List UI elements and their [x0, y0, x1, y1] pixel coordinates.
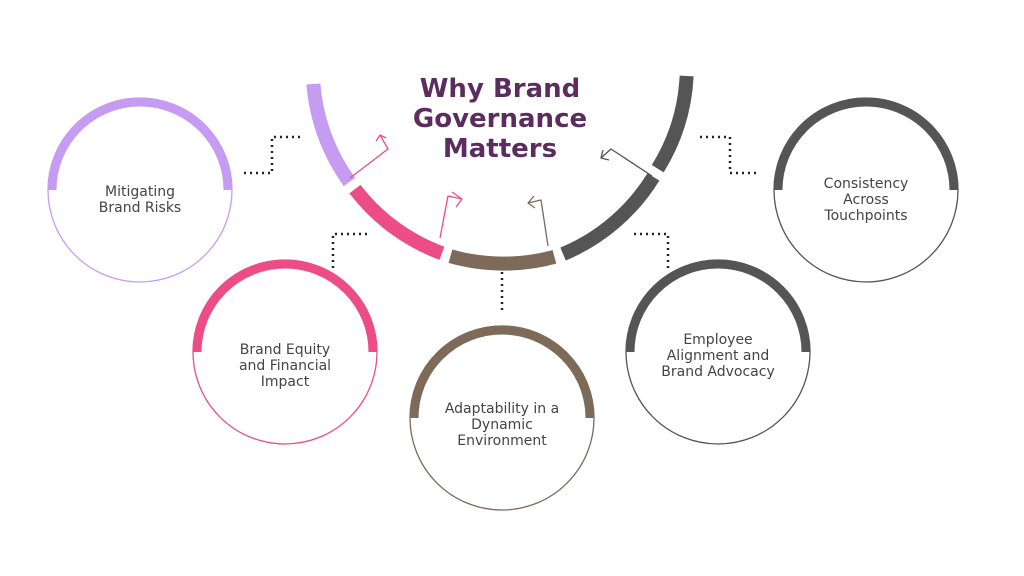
label-employee: Employee Alignment and Brand Advocacy: [643, 332, 793, 380]
ring-segment-brand-equity: [349, 184, 445, 260]
arrows: [349, 134, 653, 247]
ring-segment-consistency: [651, 75, 694, 173]
connector-consistency: [700, 135, 758, 175]
ring-segment-employee: [560, 173, 660, 261]
label-brand-equity: Brand Equity and Financial Impact: [215, 342, 355, 390]
label-line: Mitigating: [105, 184, 175, 200]
arrow-adaptability: [527, 195, 549, 247]
label-line: Adaptability in a: [444, 401, 560, 417]
circle-arc: [773, 97, 959, 191]
label-adaptability: Adaptability in a Dynamic Environment: [427, 401, 577, 449]
connector-employee: [634, 232, 670, 268]
label-line: Brand Risks: [98, 200, 182, 216]
connector-mitigating: [244, 135, 300, 175]
label-consistency: Consistency Across Touchpoints: [796, 176, 936, 224]
connector-brand-equity: [331, 232, 370, 268]
title-line: Matters: [442, 134, 558, 164]
circle-adaptability: [409, 325, 595, 511]
circle-arc: [625, 259, 811, 353]
circle-arc: [192, 259, 378, 353]
label-line: Dynamic: [471, 417, 533, 433]
label-line: and Financial: [238, 358, 332, 374]
circle-consistency: [773, 97, 959, 283]
circle-employee: [625, 259, 811, 445]
arrow-brand-equity: [439, 191, 463, 239]
satellite-circles: [47, 97, 959, 511]
circle-brand-equity: [192, 259, 378, 445]
label-line: Consistency: [823, 176, 909, 192]
arrow-mitigating: [349, 134, 389, 179]
arrow-employee: [600, 148, 653, 177]
diagram-title: Why Brand Governance Matters: [375, 74, 625, 164]
label-mitigating: Mitigating Brand Risks: [70, 184, 210, 216]
label-line: Across: [843, 192, 889, 208]
label-line: Impact: [260, 374, 310, 390]
label-line: Brand Advocacy: [661, 364, 775, 380]
label-line: Alignment and: [666, 348, 770, 364]
label-line: Employee: [683, 332, 753, 348]
circle-arc: [409, 325, 595, 419]
title-line: Governance: [412, 104, 588, 134]
connectors: [244, 135, 758, 312]
circle-mitigating: [47, 97, 233, 283]
central-ring: [306, 75, 694, 271]
title-line: Why Brand: [419, 74, 581, 104]
circle-arc: [47, 97, 233, 191]
label-line: Environment: [457, 433, 547, 449]
label-line: Brand Equity: [239, 342, 331, 358]
label-line: Touchpoints: [824, 208, 908, 224]
ring-segment-adaptability: [448, 249, 557, 271]
ring-segment-mitigating: [306, 83, 356, 187]
